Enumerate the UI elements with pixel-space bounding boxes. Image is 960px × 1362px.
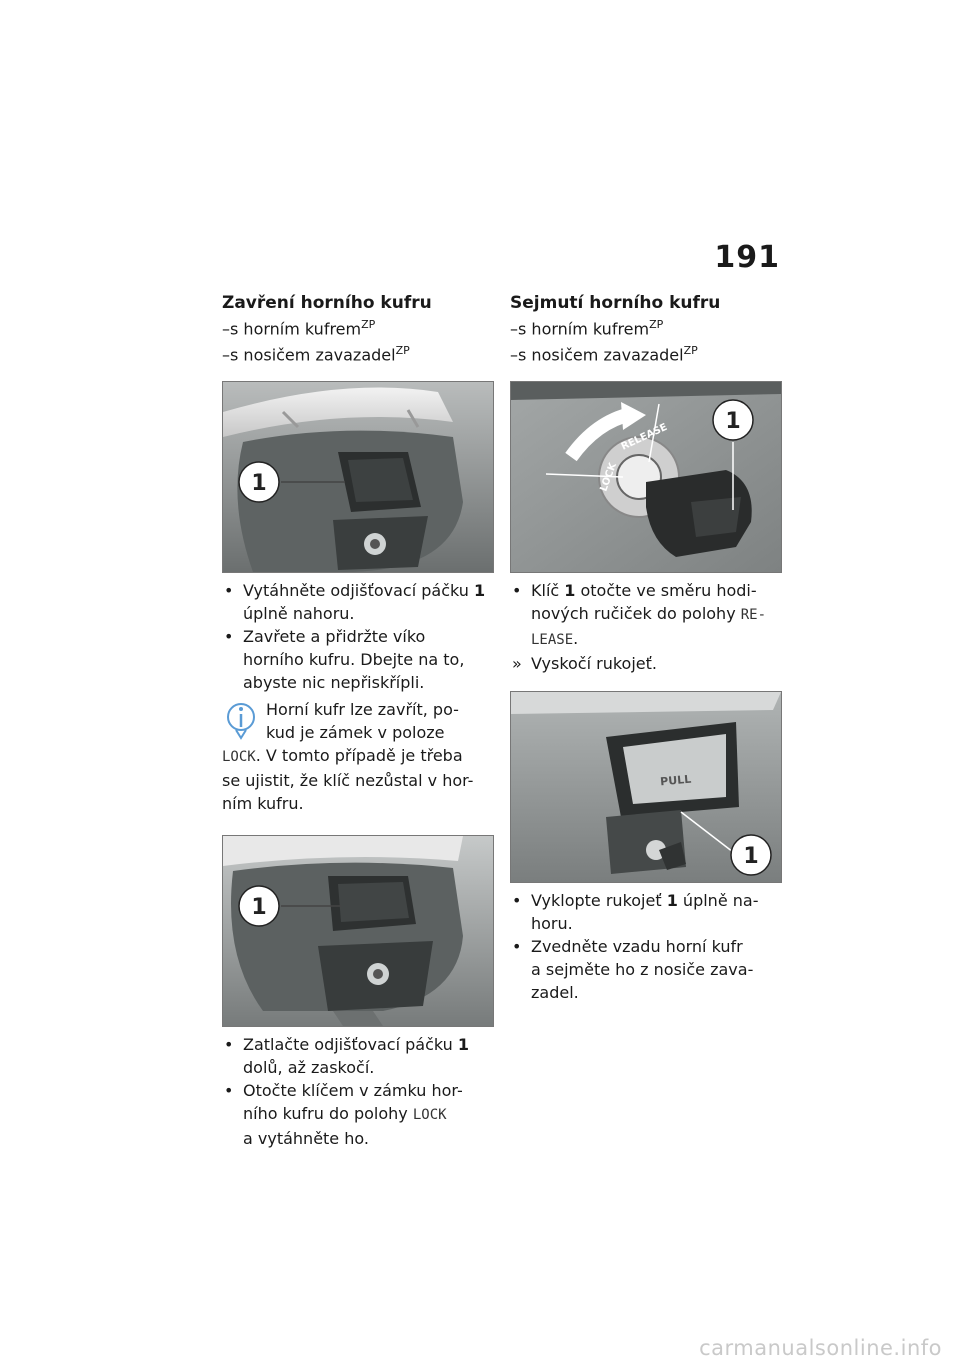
callout-circle: [730, 833, 772, 876]
key: [659, 841, 686, 870]
condition-luggage-rack: –s nosičem zavazadelZP: [510, 344, 698, 365]
callout-label: 1: [251, 895, 266, 920]
steps-remove-2: Vyklopte rukojeť 1 úplně na-horu. Zvedně…: [510, 889, 782, 1004]
condition-topcase: –s horním kufremZP: [510, 318, 664, 339]
page-number: 191: [714, 240, 780, 275]
figure-pull-handle: PULL 1: [510, 690, 782, 883]
step-turn-key: Otočte klíčem v zámku hor-ního kufru do …: [222, 1079, 494, 1150]
callout-circle: [238, 884, 280, 927]
footer: carmanualsonline.info: [0, 1336, 960, 1362]
figure-latch-lever-down: 1: [222, 834, 494, 1027]
callout-circle: [238, 460, 280, 503]
footer-watermark: carmanualsonline.info: [699, 1336, 942, 1360]
callout-label: 1: [743, 844, 758, 869]
figure-key-release: LOCK RELEASE 1: [510, 380, 782, 573]
condition-topcase: –s horním kufremZP: [222, 318, 376, 339]
step-turn-key-release: Klíč 1 otočte ve směru hodi-nových ručič…: [510, 579, 782, 652]
callout-label: 1: [251, 471, 266, 496]
condition-luggage-rack: –s nosičem zavazadelZP: [222, 344, 410, 365]
section-heading-close: Zavření horního kufru: [222, 293, 432, 313]
steps-remove-1: Klíč 1 otočte ve směru hodi-nových ručič…: [510, 579, 782, 675]
rotation-arrow: [621, 401, 646, 430]
callout-label: 1: [725, 409, 740, 434]
result-handle-pops: Vyskočí rukojeť.: [510, 652, 782, 675]
left-column: Zavření horního kufru –s horním kufremZP…: [222, 292, 494, 1150]
pull-marking: PULL: [660, 772, 692, 788]
callout-circle: [712, 398, 754, 441]
pull-handle: [623, 733, 726, 804]
info-icon: [227, 702, 255, 740]
figure-latch-lever-up: 1: [222, 380, 494, 573]
step-flip-handle: Vyklopte rukojeť 1 úplně na-horu.: [510, 889, 782, 935]
section-heading-remove: Sejmutí horního kufru: [510, 293, 721, 313]
right-column: Sejmutí horního kufru –s horním kufremZP…: [510, 292, 782, 1004]
info-note: Horní kufr lze zavřít, po- kud je zámek …: [222, 699, 474, 813]
